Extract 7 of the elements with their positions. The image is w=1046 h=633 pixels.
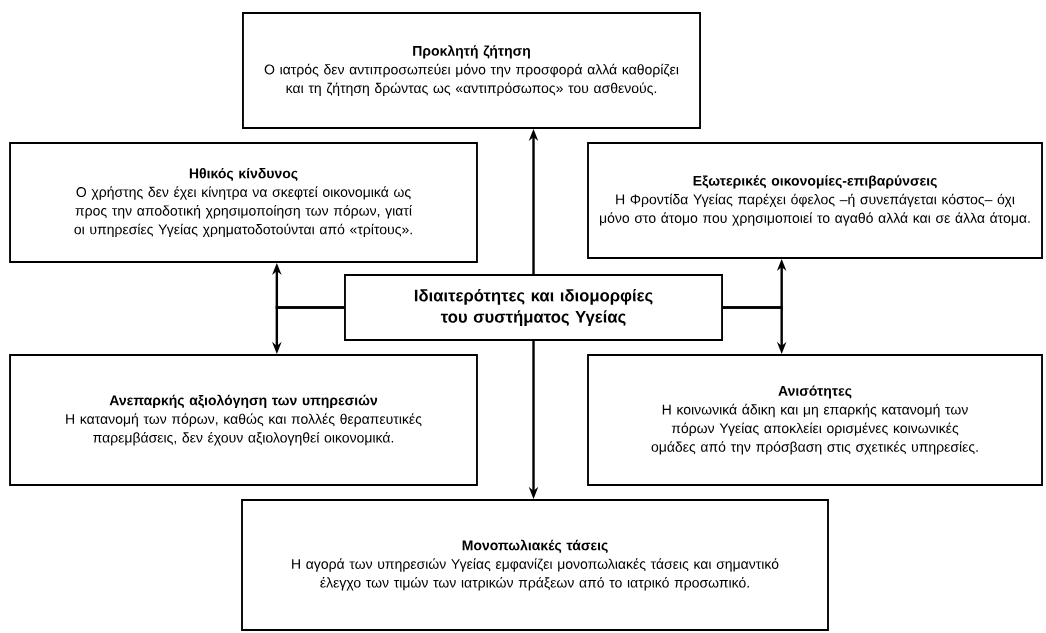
text-box: Ανεπαρκής αξιολόγηση των υπηρεσιών Η κατανομή των πόρων, καθώς και πολλές θεραπευτικές παρεμβάσεις, δεν έχουν αξιολογηθεί οικονομικά. [9,354,478,486]
text-box: Εξωτερικές οικονομίες-επιβαρύνσεις Η Φροντίδα Υγείας παρέχει όφελος –ή συνεπάγεται κόστος– όχι μόνο στο άτομο που χρησιμοποιεί το αγαθό αλλά και σε άλλα άτομα. [587,142,1043,259]
text-box: Ηθικός κίνδυνος Ο χρήστης δεν έχει κίνητρα να σκεφτεί οικονομικά ως προς την αποδοτική χρησιμοποίηση των πόρων, γιατί οι υπηρεσίες Υγείας χρηματοδοτούνται από «τρίτους». [9,142,478,263]
text-box: Ανισότητες Η κοινωνικά άδικη και μη επαρκής κατανομή των πόρων Υγείας αποκλείει ορισμένες κοινωνικές ομάδες από την πρόσβαση στις σχετικές υπηρεσίες. [587,354,1043,486]
text-box: Προκλητή ζήτηση Ο ιατρός δεν αντιπροσωπεύει μόνο την προσφορά αλλά καθορίζει και τη ζήτηση δρώντας ως «αντιπρόσωπος» του ασθενούς. [242,12,701,129]
text-box: Μονοπωλιακές τάσεις Η αγορά των υπηρεσιών Υγείας εμφανίζει μονοπωλιακές τάσεις και σημαντικό έλεγχο των τιμών των ιατρικών πράξεων από το ιατρικό προσωπικό. [241,499,829,631]
central-box: Ιδιαιτερότητες και ιδιομορφίες του συστήματος Υγείας [344,274,723,341]
